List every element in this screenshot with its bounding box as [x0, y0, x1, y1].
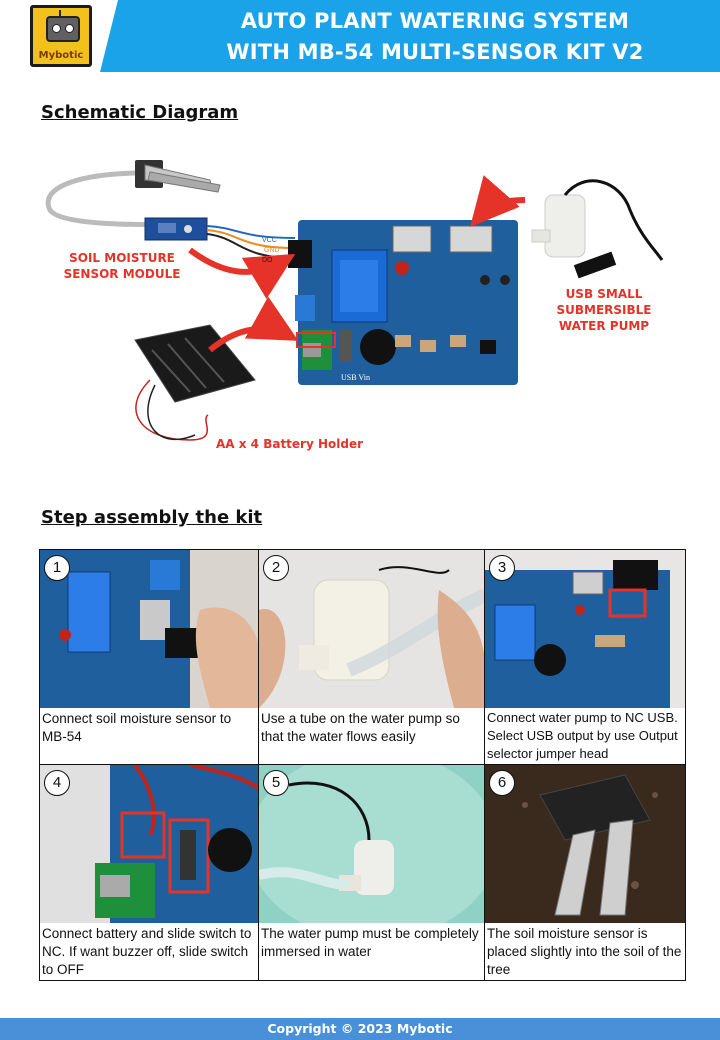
schematic-illustration: VCC GND DO USB Vin: [45, 160, 664, 441]
step-card-4: 4 Connect battery and slide switch to NC…: [39, 764, 259, 981]
page-footer: Copyright © 2023 Mybotic: [0, 1018, 720, 1040]
title-line-2: WITH MB-54 MULTI-SENSOR KIT V2: [226, 40, 644, 64]
step-number: 3: [489, 555, 515, 581]
water-pump-icon: [531, 179, 664, 279]
page-header: Mybotic AUTO PLANT WATERING SYSTEM WITH …: [0, 0, 720, 72]
step-5-photo: [259, 765, 484, 923]
schematic-diagram: VCC GND DO USB Vin SOIL MOISTURE SENSOR …: [40, 140, 700, 470]
schematic-heading: Schematic Diagram: [41, 102, 239, 123]
step-3-photo: [485, 550, 685, 708]
step-card-3: 3 Connect water pump to NC USB. Select U…: [484, 549, 686, 765]
board-usb-vin-text: USB Vin: [341, 373, 370, 382]
step-number: 2: [263, 555, 289, 581]
step-card-6: 6 The soil moisture sensor is placed sli…: [484, 764, 686, 981]
step-number: 1: [44, 555, 70, 581]
mybotic-logo: Mybotic: [30, 5, 92, 67]
wire-do-text: DO: [262, 257, 273, 264]
step-caption: The water pump must be completely immers…: [261, 926, 479, 959]
step-caption: Use a tube on the water pump so that the…: [261, 711, 460, 744]
battery-holder-label: AA x 4 Battery Holder: [216, 437, 364, 451]
step-number: 4: [44, 770, 70, 796]
step-card-5: 5 The water pump must be completely imme…: [258, 764, 485, 981]
step-4-photo: [40, 765, 258, 923]
logo-text: Mybotic: [38, 50, 84, 61]
step-1-photo: [40, 550, 258, 708]
title-line-1: AUTO PLANT WATERING SYSTEM: [240, 9, 630, 33]
step-number: 5: [263, 770, 289, 796]
step-caption: Connect water pump to NC USB. Select USB…: [487, 710, 678, 761]
battery-holder-icon: [134, 324, 256, 441]
water-pump-label: USB SMALL SUBMERSIBLE WATER PUMP: [556, 287, 652, 333]
wire-gnd-text: GND: [264, 247, 280, 254]
step-card-2: 2 Use a tube on the water pump so that t…: [258, 549, 485, 765]
step-6-photo: [485, 765, 685, 923]
copyright-text: Copyright © 2023 Mybotic: [267, 1021, 453, 1036]
step-number: 6: [489, 770, 515, 796]
sensor-module-icon: [144, 217, 208, 241]
step-card-1: 1 Connect soil moisture sensor to MB-54: [39, 549, 259, 765]
step-caption: The soil moisture sensor is placed sligh…: [487, 926, 682, 977]
steps-grid: 1 Connect soil moisture sensor to MB-54 …: [39, 549, 686, 981]
robot-icon: [46, 16, 80, 42]
steps-heading: Step assembly the kit: [41, 507, 263, 528]
soil-sensor-label: SOIL MOISTURE SENSOR MODULE: [63, 251, 181, 281]
step-2-photo: [259, 550, 484, 708]
soil-probe-icon: [45, 160, 221, 228]
mb54-board-icon: [288, 220, 518, 385]
step-caption: Connect battery and slide switch to NC. …: [42, 926, 252, 977]
wire-vcc-text: VCC: [262, 237, 277, 244]
step-caption: Connect soil moisture sensor to MB-54: [42, 711, 232, 744]
